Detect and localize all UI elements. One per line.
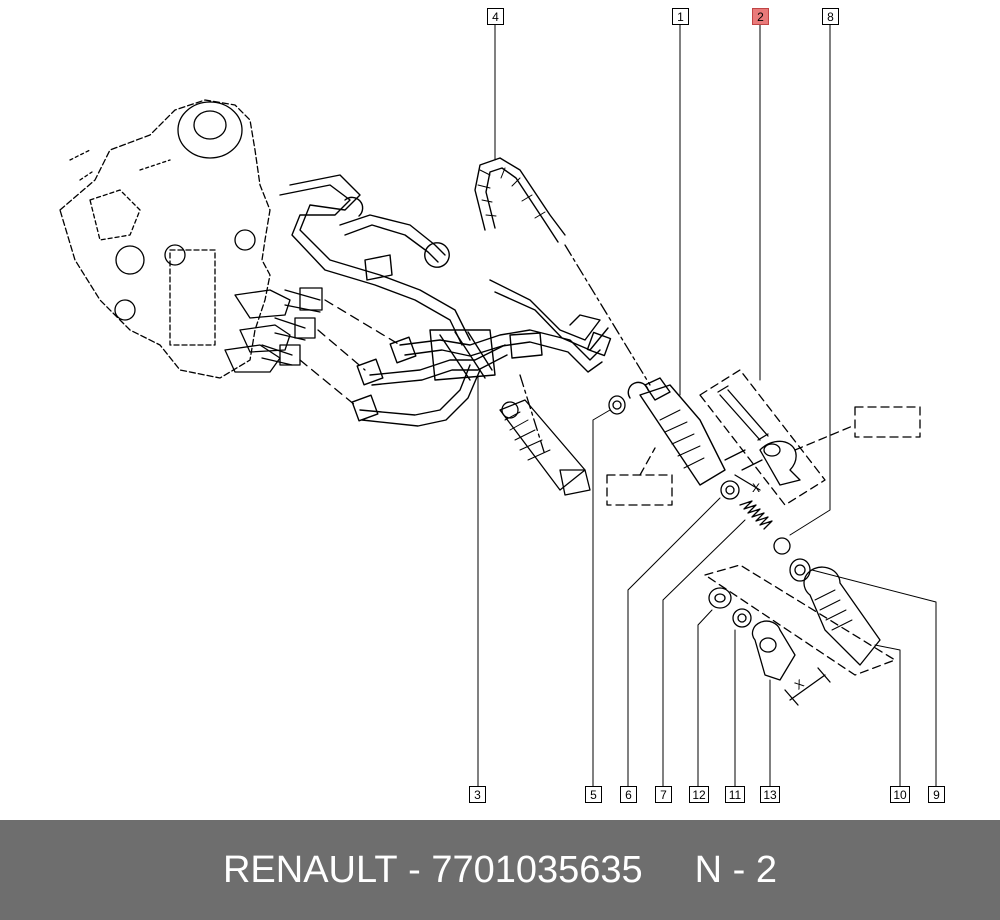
- spare-injector: [499, 399, 591, 496]
- footer-separator: -: [397, 848, 432, 891]
- callout-10[interactable]: 10: [890, 786, 910, 803]
- part-info-footer: RENAULT - 7701035635 N - 2: [0, 820, 1000, 920]
- callout-2[interactable]: 2: [752, 8, 769, 25]
- dimension-x-label-upper: X: [752, 481, 760, 495]
- callout-8[interactable]: 8: [822, 8, 839, 25]
- return-hose: [474, 157, 566, 243]
- injection-pump: [59, 99, 291, 379]
- callout-6[interactable]: 6: [620, 786, 637, 803]
- brand-name: RENAULT: [222, 848, 398, 891]
- callout-3[interactable]: 3: [469, 786, 486, 803]
- callout-9[interactable]: 9: [928, 786, 945, 803]
- main-injector: [627, 377, 726, 486]
- reference-boxes: [606, 406, 921, 506]
- small-components: [608, 395, 811, 582]
- callout-12[interactable]: 12: [689, 786, 709, 803]
- hose-leader: [519, 244, 651, 456]
- nozzle-kit-bracket: [704, 564, 896, 706]
- pump-to-pipe-leaders: [299, 299, 401, 406]
- part-number: 7701035635: [431, 848, 643, 891]
- callout-reference: N - 2: [694, 848, 778, 891]
- callout-4[interactable]: 4: [487, 8, 504, 25]
- callout-13[interactable]: 13: [760, 786, 780, 803]
- callout-5[interactable]: 5: [585, 786, 602, 803]
- filter-kit-bracket: [699, 369, 826, 506]
- callout-7[interactable]: 7: [655, 786, 672, 803]
- dimension-x-upper: [724, 449, 763, 491]
- callout-1[interactable]: 1: [672, 8, 689, 25]
- callout-leaders: [477, 24, 937, 787]
- injector-pipes: [279, 174, 612, 427]
- exploded-parts-diagram: X X: [59, 24, 937, 787]
- pump-fittings: [261, 287, 323, 366]
- callout-11[interactable]: 11: [725, 786, 745, 803]
